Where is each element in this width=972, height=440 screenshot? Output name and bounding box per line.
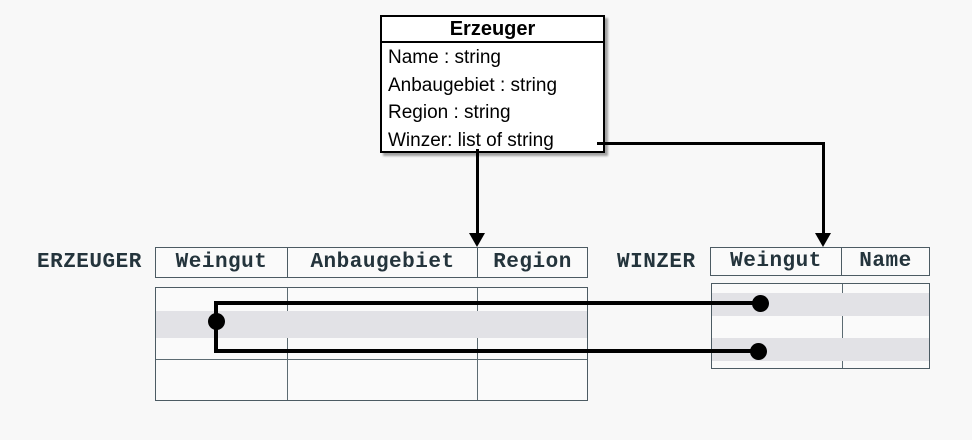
erzeuger-table-header: Weingut Anbaugebiet Region: [155, 247, 588, 278]
winzer-highlighted-row-2: [712, 338, 929, 361]
erzeuger-header-cell-region: Region: [493, 251, 572, 274]
arrowhead-erzeuger-icon: [469, 233, 485, 247]
winzer-table-body: [711, 283, 930, 369]
winzer-header-cell-name: Name: [859, 250, 912, 273]
class-attribute-name: Name : string: [388, 47, 501, 68]
winzer-table-header: Weingut Name: [710, 247, 930, 276]
erzeuger-highlighted-row: [156, 311, 587, 338]
class-attribute-region: Region : string: [388, 102, 511, 123]
winzer-column-divider: [841, 284, 843, 368]
class-box-erzeuger: Erzeuger Name : string Anbaugebiet : str…: [380, 15, 605, 153]
arrow-line-to-erzeuger-vertical: [475, 149, 479, 234]
winzer-header-cell-weingut: Weingut: [711, 248, 842, 275]
erzeuger-header-cell-weingut: Weingut: [156, 248, 288, 277]
erzeuger-column-divider-2: [476, 288, 478, 400]
relation-endpoint-dot-winzer-1: [752, 295, 769, 312]
relation-endpoint-dot-winzer-2: [750, 343, 767, 360]
class-box-title: Erzeuger: [382, 17, 603, 43]
class-attribute-anbaugebiet: Anbaugebiet : string: [388, 74, 558, 96]
erzeuger-table-label: ERZEUGER: [37, 251, 142, 274]
relation-endpoint-dot-erzeuger: [208, 313, 225, 330]
arrowhead-winzer-icon: [815, 233, 831, 247]
erzeuger-table-body: [155, 287, 588, 401]
relation-line-top: [216, 301, 761, 305]
class-attribute-winzer: Winzer: list of string: [388, 129, 554, 151]
erzeuger-header-cell-anbaugebiet: Anbaugebiet: [288, 248, 478, 277]
erzeuger-row-divider: [156, 358, 587, 360]
erzeuger-column-divider-1: [286, 288, 288, 400]
winzer-table-label: WINZER: [617, 251, 696, 274]
class-box-attributes: Name : string Anbaugebiet : string Regio…: [382, 43, 603, 154]
relation-line-bottom: [216, 349, 759, 353]
arrow-line-winzer-horizontal: [597, 141, 823, 145]
arrow-line-winzer-vertical: [821, 141, 825, 235]
